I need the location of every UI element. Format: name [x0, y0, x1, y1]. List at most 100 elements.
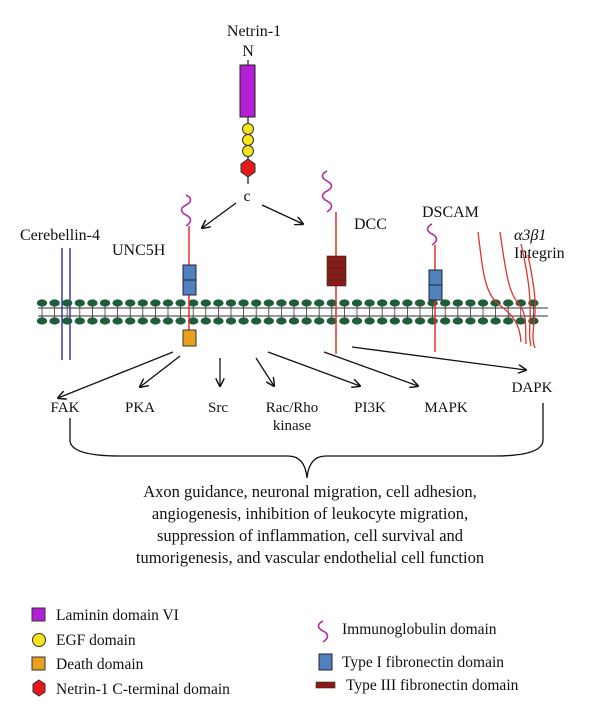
lipid-head-outer: [465, 299, 476, 307]
unc5h-label: UNC5H: [112, 242, 166, 259]
lipid-head-inner: [137, 317, 148, 325]
lipid-head-inner: [251, 317, 262, 325]
signal-mapk: MAPK: [424, 400, 468, 416]
lipid-head-inner: [427, 317, 438, 325]
lipid-head-inner: [402, 317, 413, 325]
dscam-label: DSCAM: [422, 204, 479, 221]
lipid-head-inner: [150, 317, 161, 325]
netrin-1-label: Netrin-1: [227, 23, 281, 40]
lipid-head-outer: [87, 299, 98, 307]
lipid-head-inner: [414, 317, 426, 325]
lipid-head-inner: [326, 317, 337, 325]
lipid-head-outer: [137, 299, 148, 307]
lipid-head-outer: [414, 299, 426, 307]
lipid-head-inner: [377, 317, 388, 325]
lipid-head-inner: [225, 317, 237, 325]
lipid-head-inner: [465, 317, 476, 325]
dcc-label: DCC: [354, 216, 387, 233]
unc5h-ig-domain-icon: [180, 194, 192, 227]
dcc-fibronectin-3-stack: [326, 255, 347, 287]
signal-dapk: DAPK: [512, 380, 553, 396]
lipid-head-outer: [477, 299, 489, 307]
lipid-head-inner: [528, 317, 539, 325]
arrow-to-dcc: [261, 204, 303, 224]
arrow-to-unc5h: [202, 202, 237, 228]
lipid-head-inner: [238, 317, 249, 325]
lipid-head-inner: [351, 317, 363, 325]
c-terminus-label: c: [243, 188, 250, 205]
signal-pka: PKA: [125, 400, 155, 416]
lipid-head-outer: [49, 299, 60, 307]
lipid-head-outer: [251, 299, 262, 307]
summary-line-1: Axon guidance, neuronal migration, cell …: [143, 482, 477, 501]
lipid-head-outer: [402, 299, 413, 307]
summary-line-3: suppression of inflammation, cell surviv…: [157, 526, 464, 545]
egf-domain-1: [242, 123, 254, 135]
arrow-to-pi3k: [267, 351, 360, 386]
dcc-ig-domain-icon: [321, 170, 333, 213]
lipid-head-outer: [452, 299, 463, 307]
lipid-head-outer: [528, 299, 539, 307]
summary-line-4: tumorigenesis, and vascular endothelial …: [136, 548, 484, 567]
lipid-head-outer: [351, 299, 363, 307]
signal-src: Src: [208, 400, 228, 416]
signal-rac-rho: Rac/Rho: [266, 400, 319, 416]
legend-fn1-label: Type I fibronectin domain: [342, 654, 504, 671]
lipid-head-outer: [389, 299, 400, 307]
lipid-head-outer: [125, 299, 136, 307]
signal-kinase: kinase: [273, 418, 312, 434]
arrow-to-rac-rho: [255, 357, 274, 386]
lipid-head-inner: [276, 317, 287, 325]
arrow-to-fak: [58, 351, 174, 398]
unc5h-death-domain: [182, 329, 197, 347]
lipid-head-inner: [477, 317, 489, 325]
lipid-head-outer: [490, 299, 501, 307]
lipid-head-outer: [74, 299, 86, 307]
lipid-head-inner: [213, 317, 224, 325]
lipid-head-outer: [326, 299, 337, 307]
lipid-head-inner: [175, 317, 186, 325]
lipid-head-inner: [188, 317, 199, 325]
lipid-head-inner: [314, 317, 325, 325]
lipid-head-outer: [377, 299, 388, 307]
legend-egf-swatch: [32, 633, 46, 647]
integrin-chain-1: [477, 231, 522, 343]
legend-netrin-c-label: Netrin-1 C-terminal domain: [56, 681, 230, 698]
lipid-head-outer: [339, 299, 350, 307]
lipid-head-inner: [515, 317, 526, 325]
laminin-domain: [239, 64, 256, 118]
signal-fak: FAK: [51, 400, 80, 416]
lipid-head-inner: [301, 317, 312, 325]
legend-fn3-label: Type III fibronectin domain: [346, 677, 519, 694]
legend-laminin-swatch: [31, 607, 46, 622]
legend-fn3-swatch: [315, 681, 336, 689]
legend: Laminin domain VI EGF domain Death domai…: [31, 607, 519, 698]
integrin-subunits-label: α3β1: [514, 227, 546, 244]
lipid-head-outer: [276, 299, 287, 307]
summary-brace: [69, 403, 544, 479]
lipid-head-inner: [74, 317, 86, 325]
lipid-head-inner: [503, 317, 514, 325]
legend-fn1-swatch: [318, 653, 333, 671]
summary-line-2: angiogenesis, inhibition of leukocyte mi…: [152, 504, 468, 523]
legend-ig-label: Immunoglobulin domain: [342, 621, 497, 638]
lipid-head-outer: [440, 299, 451, 307]
lipid-head-outer: [225, 299, 237, 307]
lipid-head-inner: [49, 317, 60, 325]
integrin-label: Integrin: [514, 245, 565, 262]
lipid-head-outer: [188, 299, 199, 307]
lipid-head-inner: [490, 317, 501, 325]
lipid-head-outer: [238, 299, 249, 307]
lipid-head-inner: [125, 317, 136, 325]
netrin-c-terminal-domain: [240, 158, 256, 178]
lipid-head-outer: [288, 299, 300, 307]
n-terminus-label: N: [242, 43, 254, 60]
legend-egf-label: EGF domain: [56, 632, 136, 649]
arrow-to-pka: [140, 355, 181, 387]
dscam-ig-domain-icon: [426, 223, 438, 246]
legend-laminin-label: Laminin domain VI: [56, 607, 179, 624]
cell-membrane: [36, 299, 548, 325]
lipid-head-outer: [364, 299, 375, 307]
